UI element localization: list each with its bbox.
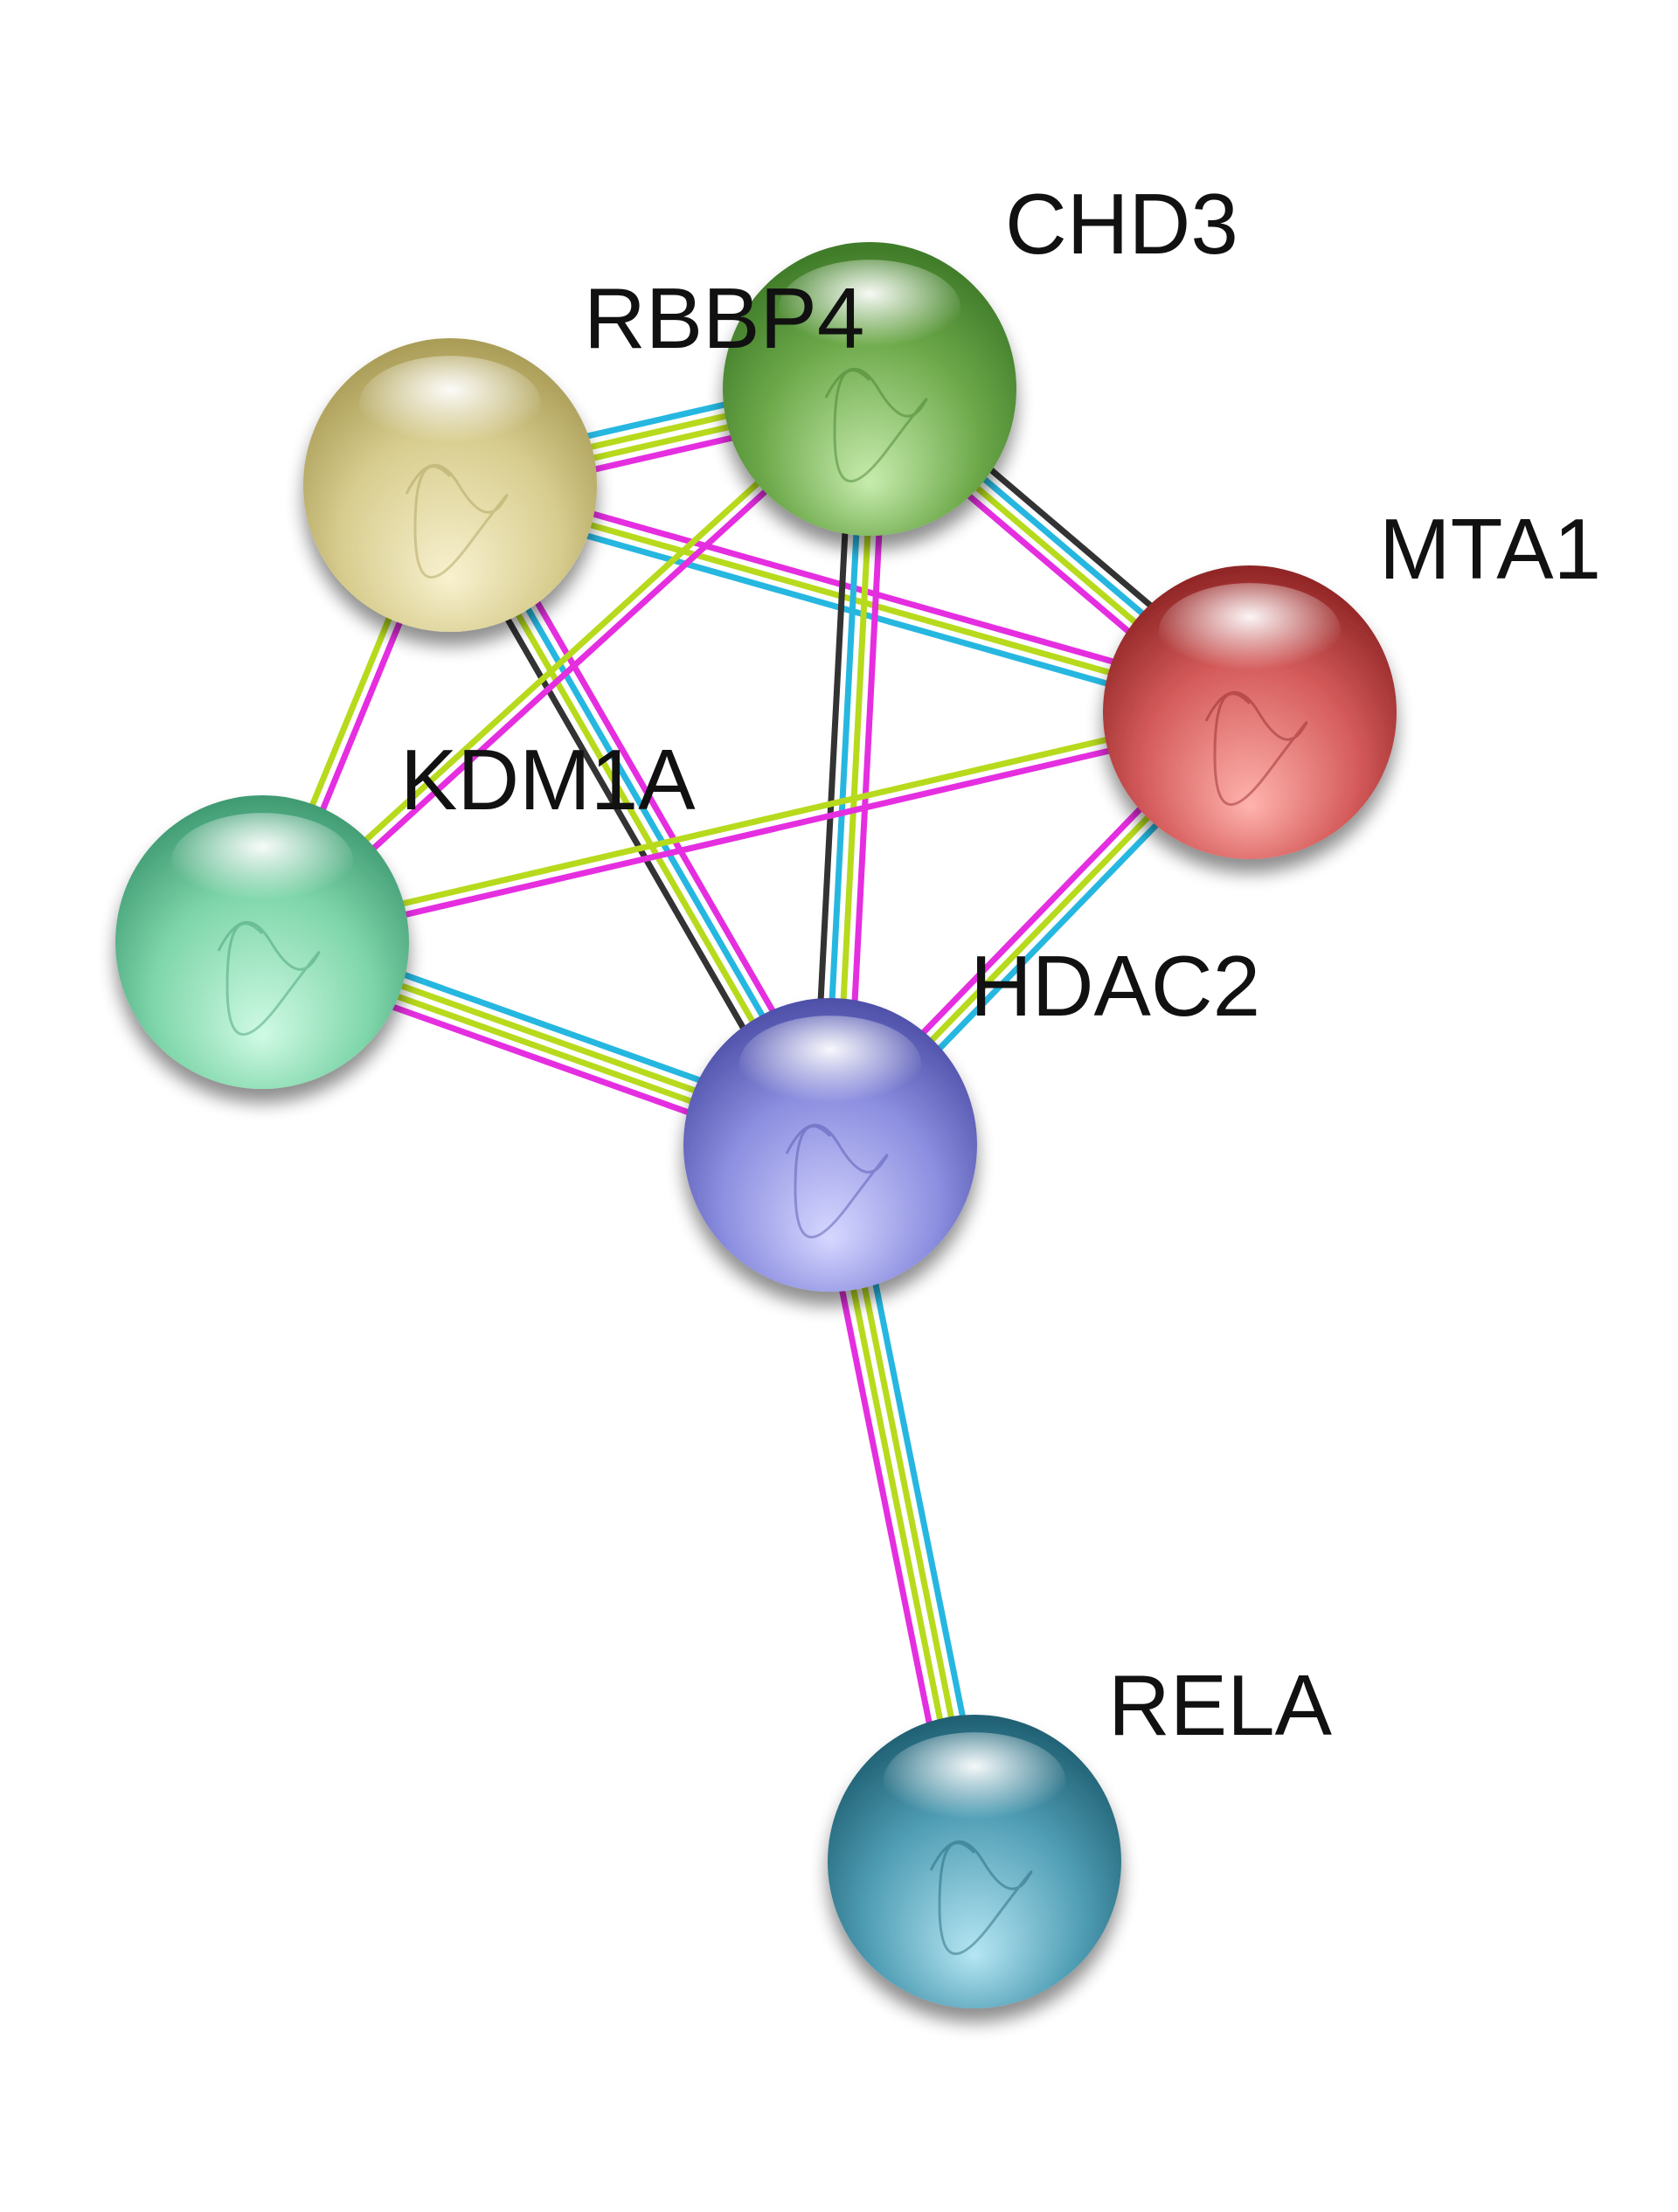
protein-structure-icon	[929, 1840, 1033, 1955]
node-label-mta1: MTA1	[1379, 501, 1601, 597]
labels-layer: CHD3 RBBP4 MTA1 KDM1A HDAC2 RELA	[400, 176, 1601, 1753]
node-sphere	[828, 1715, 1121, 2008]
node-rela[interactable]	[828, 1715, 1121, 2008]
node-rbbp4[interactable]	[303, 338, 597, 632]
node-sphere	[115, 795, 409, 1089]
edge-line-textmining	[258, 704, 1252, 940]
node-hdac2[interactable]	[683, 998, 977, 1292]
protein-structure-icon	[785, 1123, 889, 1238]
node-label-rela: RELA	[1108, 1657, 1333, 1753]
node-kdm1a[interactable]	[115, 795, 409, 1089]
node-sphere	[1103, 565, 1397, 859]
node-label-hdac2: HDAC2	[970, 938, 1260, 1034]
edge-line-experiments	[260, 714, 1254, 951]
node-label-chd3: CHD3	[1005, 176, 1238, 272]
protein-structure-icon	[405, 463, 509, 579]
node-label-kdm1a: KDM1A	[400, 732, 696, 828]
protein-structure-icon	[1204, 690, 1308, 806]
node-mta1[interactable]	[1103, 565, 1397, 859]
node-label-rbbp4: RBBP4	[584, 270, 864, 366]
node-sphere	[303, 338, 597, 632]
protein-structure-icon	[217, 920, 321, 1036]
edge-mta1-kdm1a[interactable]	[258, 704, 1254, 951]
protein-structure-icon	[824, 367, 928, 482]
node-sphere	[683, 998, 977, 1292]
